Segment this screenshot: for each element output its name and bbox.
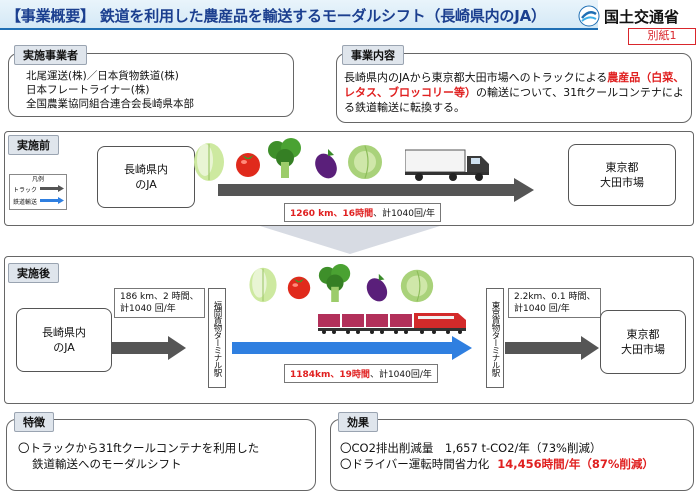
implementer-label: 実施事業者 — [14, 45, 87, 65]
feature-text: 〇トラックから31ftクールコンテナを利用した 鉄道輸送へのモーダルシフト — [18, 441, 260, 471]
before-route-note: 1260 km、16時間、計1040回/年 — [284, 203, 442, 222]
after-truck-leg1-arrow-icon — [112, 336, 186, 360]
truck-route-arrow-icon — [218, 178, 534, 202]
legend-truck-arrow-icon — [40, 185, 64, 192]
freight-train-icon — [318, 313, 466, 334]
org-name: 国土交通省 — [604, 8, 680, 26]
business-label: 事業内容 — [342, 45, 404, 65]
after-origin-text: 長崎県内 のJA — [42, 326, 86, 354]
effect-panel — [330, 419, 694, 491]
after-leg1-note: 186 km、2 時間、 計1040 回/年 — [114, 288, 205, 318]
before-dest-node: 東京都 大田市場 — [568, 144, 676, 206]
effect-label: 効果 — [338, 412, 378, 432]
before-label: 実施前 — [8, 135, 59, 155]
legend-rail-arrow-icon — [40, 197, 64, 204]
fukuoka-terminal-label: 福岡貨物ターミナル駅 — [208, 288, 226, 388]
implementer-line: 日本フレートライナー(株) — [26, 84, 150, 96]
mlit-logo-icon — [578, 5, 600, 27]
business-text: 長崎県内のJAから東京都大田市場へのトラックによる農産品（白菜、レタス、ブロッコ… — [344, 71, 685, 114]
implementer-line: 全国農業協同組合連合会長崎県本部 — [26, 98, 194, 110]
before-origin-node: 長崎県内 のJA — [97, 146, 195, 208]
eggplant-icon — [366, 273, 388, 302]
broccoli-icon — [268, 138, 301, 178]
after-leg2-note: 2.2km、0.1 時間、 計1040 回/年 — [508, 288, 602, 318]
legend-box: 凡例 トラック 鉄道輸送 — [9, 174, 67, 210]
eggplant-icon — [315, 149, 337, 179]
page-title: 【事業概要】 鉄道を利用した農産品を輸送するモーダルシフト（長崎県内のJA） — [6, 7, 546, 25]
attachment-label: 別紙1 — [628, 28, 696, 45]
lettuce-icon — [400, 269, 434, 303]
after-dest-node: 東京都 大田市場 — [600, 310, 686, 374]
rail-route-arrow-icon — [232, 336, 472, 360]
transition-arrow-icon — [260, 226, 440, 254]
tomato-icon — [236, 153, 260, 177]
feature-label: 特徴 — [14, 412, 54, 432]
chinese-cabbage-icon — [194, 143, 224, 181]
legend-title: 凡例 — [32, 176, 45, 183]
before-dest-text: 東京都 大田市場 — [600, 161, 644, 189]
broccoli-icon — [318, 264, 351, 302]
implementer-line: 北尾運送(株)／日本貨物鉄道(株) — [26, 70, 179, 82]
feature-panel — [6, 419, 316, 491]
effect-text: 〇CO2排出削減量 1,657 t-CO2/年（73%削減） 〇ドライバー運転時… — [340, 441, 654, 471]
legend-rail-label: 鉄道輸送 — [13, 199, 38, 206]
tomato-icon — [287, 276, 311, 300]
lettuce-icon — [348, 145, 382, 179]
implementer-list: 北尾運送(株)／日本貨物鉄道(株) 日本フレートライナー(株) 全国農業協同組合… — [26, 69, 194, 111]
after-label: 実施後 — [8, 263, 59, 283]
after-truck-leg2-arrow-icon — [505, 336, 599, 360]
after-route-note: 1184km、19時間、計1040回/年 — [284, 364, 438, 383]
before-origin-text: 長崎県内 のJA — [124, 163, 168, 191]
after-dest-text: 東京都 大田市場 — [621, 328, 665, 356]
legend-truck-label: トラック — [13, 187, 38, 194]
truck-icon — [405, 149, 489, 181]
tokyo-terminal-label: 東京貨物ターミナル駅 — [486, 288, 504, 388]
title-bar — [0, 0, 598, 30]
chinese-cabbage-icon — [249, 267, 277, 303]
after-origin-node: 長崎県内 のJA — [16, 308, 112, 372]
